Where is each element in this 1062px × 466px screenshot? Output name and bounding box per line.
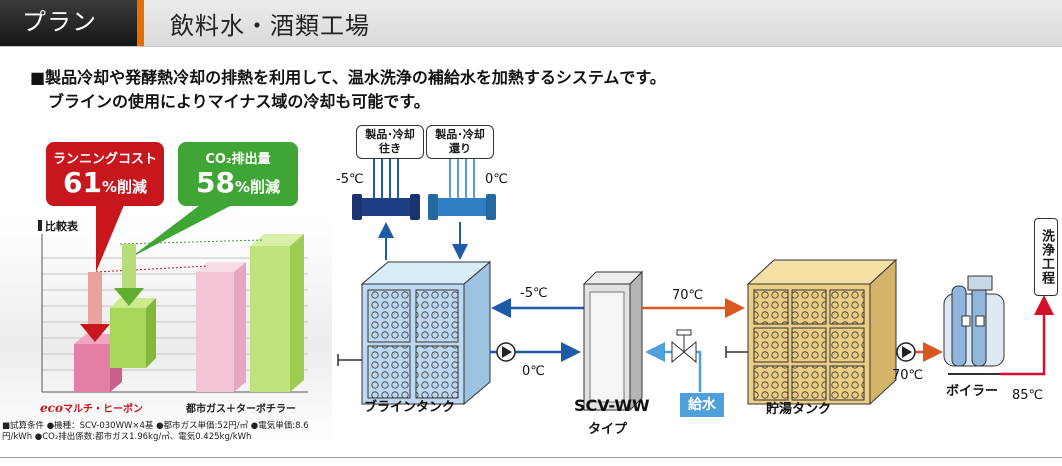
eco-co2-bar (110, 298, 156, 368)
scv-unit (582, 270, 644, 412)
brine-pump (496, 342, 516, 362)
running-cost-label: ランニングコスト (52, 152, 157, 167)
city-gas-co2-bar (250, 234, 304, 392)
plan-tab: プラン (0, 0, 144, 46)
running-cost-reduction-arrow (80, 272, 110, 342)
hot-water-pump (896, 342, 916, 362)
brine-tank (337, 260, 492, 406)
comparison-table-title: 比較表 (38, 218, 78, 234)
feedwater-label: 給水 (680, 393, 724, 417)
feedwater-valve (671, 329, 697, 364)
co2-callout: CO₂排出量 58%削減 (178, 142, 298, 206)
product-cooling-out-chip: 製品･冷却 往き (356, 125, 424, 159)
boiler-feed-temp: 70℃ (892, 368, 924, 383)
return-temperature: 0℃ (485, 172, 508, 187)
bottom-rule (0, 457, 1062, 458)
feedwater-line (645, 342, 702, 392)
description-line-1: ■製品冷却や発酵熱冷却の排熱を利用して、温水洗浄の補給水を加熱するシステムです。 (30, 68, 666, 87)
co2-label: CO₂排出量 (205, 152, 271, 167)
product-cooling-back-chip: 製品･冷却 還り (426, 125, 494, 159)
running-cost-unit: %削減 (101, 178, 147, 196)
boiler (943, 275, 1005, 375)
co2-value: 58 (196, 166, 235, 199)
running-cost-value: 61 (63, 166, 102, 199)
scv-label-line-2: タイプ (588, 422, 628, 437)
header-bar (0, 0, 1062, 47)
running-cost-reference (95, 265, 209, 273)
scv-label-line-1: SCV-WW (574, 396, 650, 415)
eco-category-name: マルチ・ヒーポン (62, 404, 143, 415)
boiler-label: ボイラー (946, 384, 999, 399)
co2-reference (119, 239, 265, 245)
supply-header (352, 156, 420, 220)
description-line-2: ブラインの使用によりマイナス域の冷却も可能です。 (48, 92, 430, 111)
hot-water-tank (725, 258, 898, 406)
tab-accent (137, 0, 144, 46)
cold-flow-out-temp: -5℃ (520, 286, 548, 301)
running-cost-callout: ランニングコスト 61%削減 (46, 142, 164, 206)
eco-logo-text: eco (40, 401, 63, 415)
co2-pointer (130, 205, 232, 258)
co2-unit: %削減 (234, 178, 280, 196)
page-title: 飲料水・酒類工場 (170, 12, 370, 40)
boiler-to-wash-line (1000, 295, 1054, 376)
brine-tank-label: ブラインタンク (364, 400, 456, 415)
wash-process-label: 洗浄工程 (1034, 218, 1058, 296)
hot-water-tank-label: 貯湯タンク (766, 402, 832, 417)
return-header (428, 156, 496, 220)
city-gas-category-label: 都市ガス＋ターボチラー (186, 404, 296, 415)
running-cost-pointer (96, 205, 124, 272)
hot-flow-temp: 70℃ (672, 288, 704, 303)
calculation-footnote: ■試算条件 ●機種：SCV-030WW×4基 ●都市ガス単価:52円/㎥ ●電気… (2, 421, 309, 442)
eco-category-label: ecoマルチ・ヒーポン (40, 400, 143, 415)
cold-flow-in-temp: 0℃ (522, 364, 545, 379)
city-gas-running-cost-bar (196, 262, 246, 392)
boiler-output-temp: 85℃ (1012, 388, 1044, 403)
co2-reduction-arrow (114, 244, 144, 306)
supply-temperature: -5℃ (336, 172, 364, 187)
